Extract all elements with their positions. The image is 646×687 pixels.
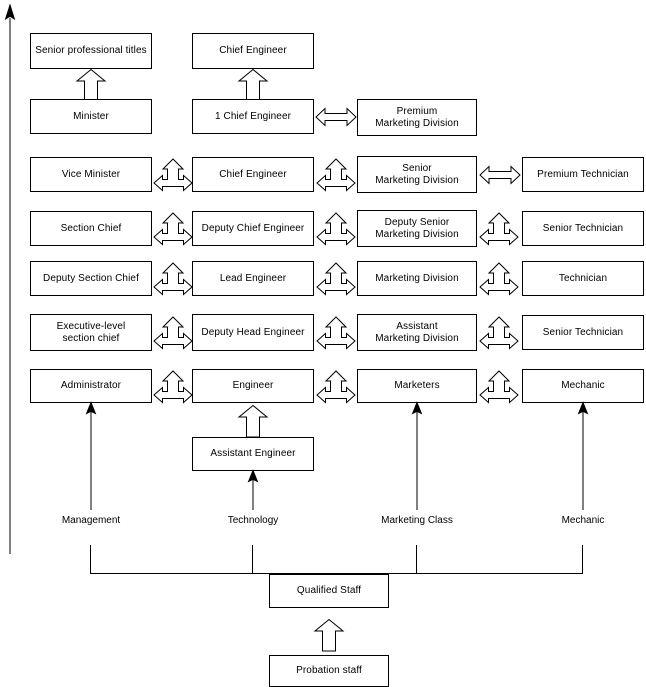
tri-arrow-lead-engineer-marketing-division (316, 262, 356, 296)
double-arrow-first-chief-engineer-premium-marketing (315, 107, 357, 127)
bracket-stem-technology (252, 545, 253, 574)
box-label: Marketers (394, 380, 440, 391)
tri-arrow-engineer-marketers (316, 370, 356, 404)
tri-arrow-deputy-chief-engineer-deputy-senior-marketing (316, 212, 356, 246)
bracket-stem-management (90, 545, 91, 574)
bracket-crossbar (90, 573, 583, 574)
category-label-technology: Technology (228, 515, 279, 527)
box-label: Vice Minister (61, 168, 121, 180)
tri-arrow-chief-engineer-senior-marketing (316, 158, 356, 192)
box-label: Engineer (232, 380, 274, 391)
box-label: Mechanic (561, 380, 605, 391)
category-text: Mechanic (561, 515, 605, 526)
category-label-marketing: Marketing Class (381, 515, 453, 527)
category-label-mechanic: Mechanic (562, 515, 605, 527)
box-label: Administrator (60, 380, 122, 391)
box-chief-engineer-top[interactable]: Chief Engineer (192, 33, 314, 69)
box-label: Deputy Chief Engineer (201, 222, 305, 234)
box-marketers[interactable]: Marketers (357, 369, 477, 403)
seniority-axis-arrow (4, 3, 16, 554)
up-arrow-minister-to-senior-titles (75, 68, 107, 102)
box-label: Chief Engineer (219, 45, 287, 56)
box-vice-minister[interactable]: Vice Minister (30, 157, 152, 192)
up-arrow-assistant-engineer-to-engineer (237, 404, 269, 438)
box-engineer[interactable]: Engineer (192, 369, 314, 403)
box-label: Senior professional titles (35, 45, 147, 56)
box-administrator[interactable]: Administrator (30, 369, 152, 403)
box-senior-technician-2[interactable]: Senior Technician (522, 315, 644, 350)
tri-arrow-deputy-senior-marketing-senior-technician (479, 212, 519, 246)
box-first-chief-engineer[interactable]: 1 Chief Engineer (192, 99, 314, 134)
box-senior-technician-1[interactable]: Senior Technician (522, 211, 644, 246)
box-label: Senior Technician (542, 222, 624, 234)
tri-arrow-administrator-engineer (153, 370, 193, 404)
double-arrow-senior-marketing-premium-technician (479, 165, 521, 185)
box-label: Technician (558, 272, 608, 284)
tri-arrow-section-chief-deputy-chief-engineer (153, 212, 193, 246)
box-label: Chief Engineer (219, 168, 287, 180)
up-arrow-probation-to-qualified (313, 618, 345, 652)
box-label: Premium Technician (537, 168, 629, 180)
tri-arrow-executive-level-deputy-head-engineer (153, 316, 193, 350)
up-arrow-first-chief-engineer-to-chief-engineer (237, 68, 269, 102)
box-deputy-head-engineer[interactable]: Deputy Head Engineer (192, 314, 314, 351)
box-deputy-chief-engineer[interactable]: Deputy Chief Engineer (192, 211, 314, 246)
box-marketing-division[interactable]: Marketing Division (357, 261, 477, 296)
category-label-management: Management (62, 515, 120, 527)
box-label: Senior Technician (542, 326, 624, 338)
box-label: 1 Chief Engineer (214, 110, 292, 122)
box-probation-staff[interactable]: Probation staff (269, 655, 389, 687)
tri-arrow-marketing-division-technician (479, 262, 519, 296)
box-mechanic[interactable]: Mechanic (522, 369, 644, 403)
bracket-stem-marketing (416, 545, 417, 574)
box-label: Lead Engineer (219, 272, 287, 284)
category-text: Management (61, 515, 121, 526)
tri-arrow-assistant-marketing-senior-technician (479, 316, 519, 350)
category-text: Marketing Class (381, 515, 453, 526)
tri-arrow-deputy-section-chief-lead-engineer (153, 262, 193, 296)
box-technician[interactable]: Technician (522, 261, 644, 296)
box-label: Qualified Staff (296, 585, 362, 596)
box-label: Deputy Section Chief (43, 272, 139, 284)
tri-arrow-vice-minister-chief-engineer (153, 158, 193, 192)
box-assistant-engineer[interactable]: Assistant Engineer (192, 437, 314, 471)
box-label: Probation staff (296, 665, 362, 676)
tri-arrow-marketers-mechanic (479, 370, 519, 404)
box-label: Deputy Head Engineer (201, 326, 305, 338)
box-label: Minister (73, 110, 109, 122)
box-label: Section Chief (60, 222, 122, 234)
box-minister[interactable]: Minister (30, 99, 152, 134)
box-chief-engineer[interactable]: Chief Engineer (192, 157, 314, 192)
box-premium-technician[interactable]: Premium Technician (522, 157, 644, 192)
feeder-arrow-management (85, 401, 97, 510)
feeder-arrow-marketing (411, 401, 423, 510)
box-label: Assistant Engineer (210, 448, 296, 459)
box-lead-engineer[interactable]: Lead Engineer (192, 261, 314, 296)
box-label: Marketing Division (375, 272, 459, 284)
bracket-stem-mechanic (582, 545, 583, 574)
box-deputy-section-chief[interactable]: Deputy Section Chief (30, 261, 152, 296)
feeder-arrow-technology (247, 469, 259, 510)
box-section-chief[interactable]: Section Chief (30, 211, 152, 246)
tri-arrow-deputy-head-engineer-assistant-marketing (316, 316, 356, 350)
feeder-arrow-mechanic (577, 401, 589, 510)
box-senior-professional-titles[interactable]: Senior professional titles (30, 33, 152, 69)
box-qualified-staff[interactable]: Qualified Staff (269, 574, 389, 608)
category-text: Technology (227, 515, 279, 526)
